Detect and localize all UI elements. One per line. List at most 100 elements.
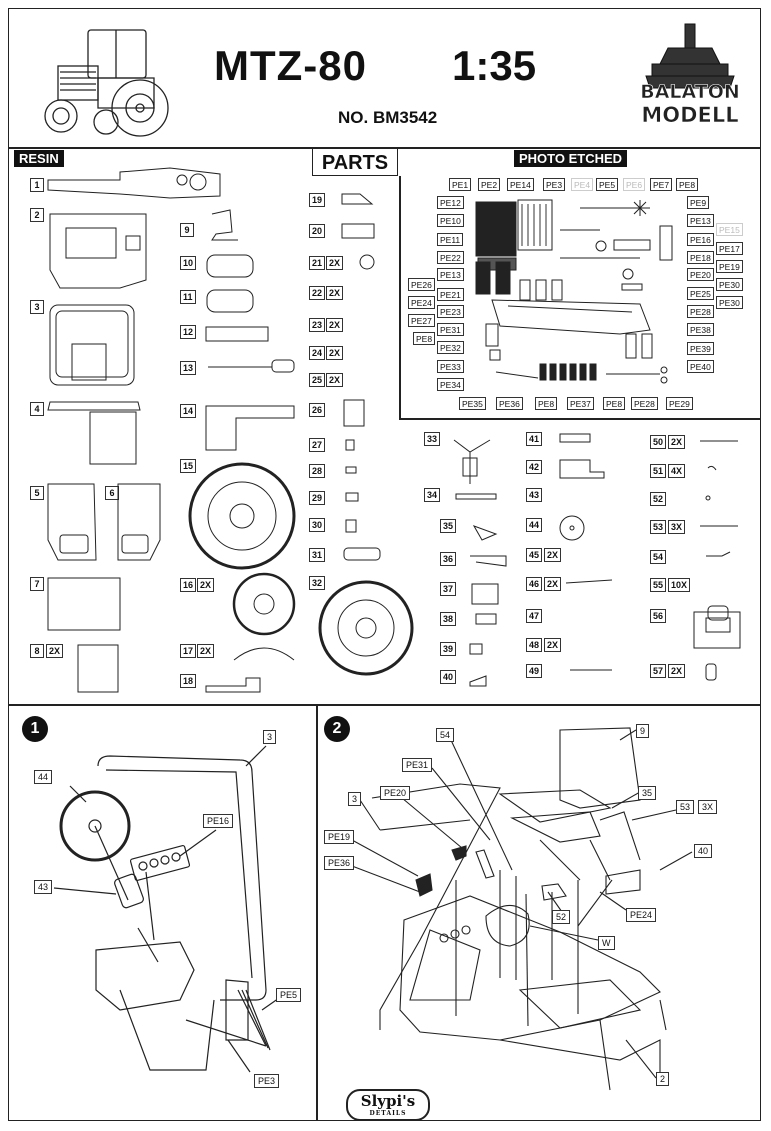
step-2-badge: 2 [324, 716, 350, 742]
pe-label: PE39 [687, 342, 714, 355]
part-number: 30 [309, 518, 326, 532]
steps-divider [9, 704, 760, 706]
balaton-logo-text: BALATON [640, 81, 740, 103]
part-number: 57 [650, 664, 667, 678]
pe-label: PE16 [687, 233, 714, 246]
part-quantity: 2X [668, 435, 686, 449]
pe-label: PE35 [459, 397, 486, 410]
part-number: 49 [526, 664, 543, 678]
pe-label: PE2 [478, 178, 501, 191]
pe-label: PE5 [596, 178, 619, 191]
part-number: 53 [650, 520, 667, 534]
header-divider [9, 147, 760, 149]
pe-panel-left-border [399, 176, 401, 418]
step2-callout: 3 [348, 792, 362, 806]
step1-callout: 3 [263, 730, 277, 744]
slypi-logo-text: Slypi's [360, 1092, 416, 1110]
part-quantity: 4X [668, 464, 686, 478]
step1-callout: PE5 [276, 988, 302, 1002]
part-number: 21 [309, 256, 326, 270]
step2-callout: PE19 [324, 830, 355, 844]
part-number: 52 [650, 492, 667, 506]
part-number: 39 [440, 642, 457, 656]
part-quantity: 3X [668, 520, 686, 534]
part-number: 19 [309, 193, 326, 207]
pe-label: PE37 [567, 397, 594, 410]
pe-label: PE6 [623, 178, 646, 191]
part-number: 31 [309, 548, 326, 562]
part-quantity: 2X [326, 286, 344, 300]
pe-label: PE30 [716, 296, 743, 309]
part-quantity: 2X [544, 548, 562, 562]
step1-callout: 44 [34, 770, 53, 784]
model-title: MTZ-80 [214, 42, 367, 89]
part-number: 37 [440, 582, 457, 596]
part-quantity: 2X [326, 346, 344, 360]
pe-label: PE9 [687, 196, 710, 209]
pe-label: PE11 [437, 233, 464, 246]
photo-etched-section-tag: PHOTO ETCHED [514, 150, 628, 167]
step2-callout: PE24 [626, 908, 657, 922]
pe-label: PE8 [603, 397, 626, 410]
part-number: 7 [30, 577, 44, 591]
part-number: 33 [424, 432, 441, 446]
part-number: 44 [526, 518, 543, 532]
part-number: 14 [180, 404, 197, 418]
part-quantity: 2X [46, 644, 64, 658]
photo-etched-fret [475, 199, 673, 384]
step2-callout: PE36 [324, 856, 355, 870]
part-quantity: 2X [668, 664, 686, 678]
tractor-illustration [44, 29, 169, 137]
pe-label: PE32 [437, 341, 464, 354]
part-number: 13 [180, 361, 197, 375]
part-number: 8 [30, 644, 44, 658]
step2-callout: PE31 [402, 758, 433, 772]
part-number: 2 [30, 208, 44, 222]
step2-callout: W [598, 936, 615, 950]
part-number: 51 [650, 464, 667, 478]
part-number: 32 [309, 576, 326, 590]
part-number: 56 [650, 609, 667, 623]
pe-panel-bottom-border [399, 418, 760, 420]
part-number: 15 [180, 459, 197, 473]
part-number: 38 [440, 612, 457, 626]
part-number: 18 [180, 674, 197, 688]
step2-callout: 35 [638, 786, 657, 800]
part-quantity: 10X [668, 578, 691, 592]
part-number: 55 [650, 578, 667, 592]
pe-label: PE19 [716, 260, 743, 273]
pe-label: PE31 [437, 323, 464, 336]
balaton-modell-logo: BALATON MODELL [640, 23, 740, 127]
part-number: 27 [309, 438, 326, 452]
step1-callout: 43 [34, 880, 53, 894]
part-number: 9 [180, 223, 194, 237]
pe-label: PE13 [437, 268, 464, 281]
pe-label: PE26 [408, 278, 435, 291]
pe-label: PE15 [716, 223, 743, 236]
resin-part-drawings [47, 167, 741, 693]
step2-callout: PE20 [380, 786, 411, 800]
pe-label: PE7 [650, 178, 673, 191]
pe-label: PE38 [687, 323, 714, 336]
part-number: 23 [309, 318, 326, 332]
model-scale: 1:35 [452, 42, 537, 89]
steps-center-divider [316, 704, 318, 1120]
pe-label: PE24 [408, 296, 435, 309]
pe-label: PE34 [437, 378, 464, 391]
part-number: 47 [526, 609, 543, 623]
part-number: 3 [30, 300, 44, 314]
part-number: 11 [180, 290, 196, 304]
slypis-details-logo: Slypi's DETAILS [346, 1089, 430, 1121]
part-number: 41 [526, 432, 543, 446]
part-number: 16 [180, 578, 197, 592]
part-number: 46 [526, 577, 543, 591]
pe-label: PE40 [687, 360, 714, 373]
pe-label: PE8 [413, 332, 436, 345]
part-number: 43 [526, 488, 543, 502]
step2-callout: 2 [656, 1072, 670, 1086]
pe-label: PE18 [687, 251, 714, 264]
part-number: 54 [650, 550, 667, 564]
pe-label: PE14 [507, 178, 534, 191]
pe-label: PE17 [716, 242, 743, 255]
